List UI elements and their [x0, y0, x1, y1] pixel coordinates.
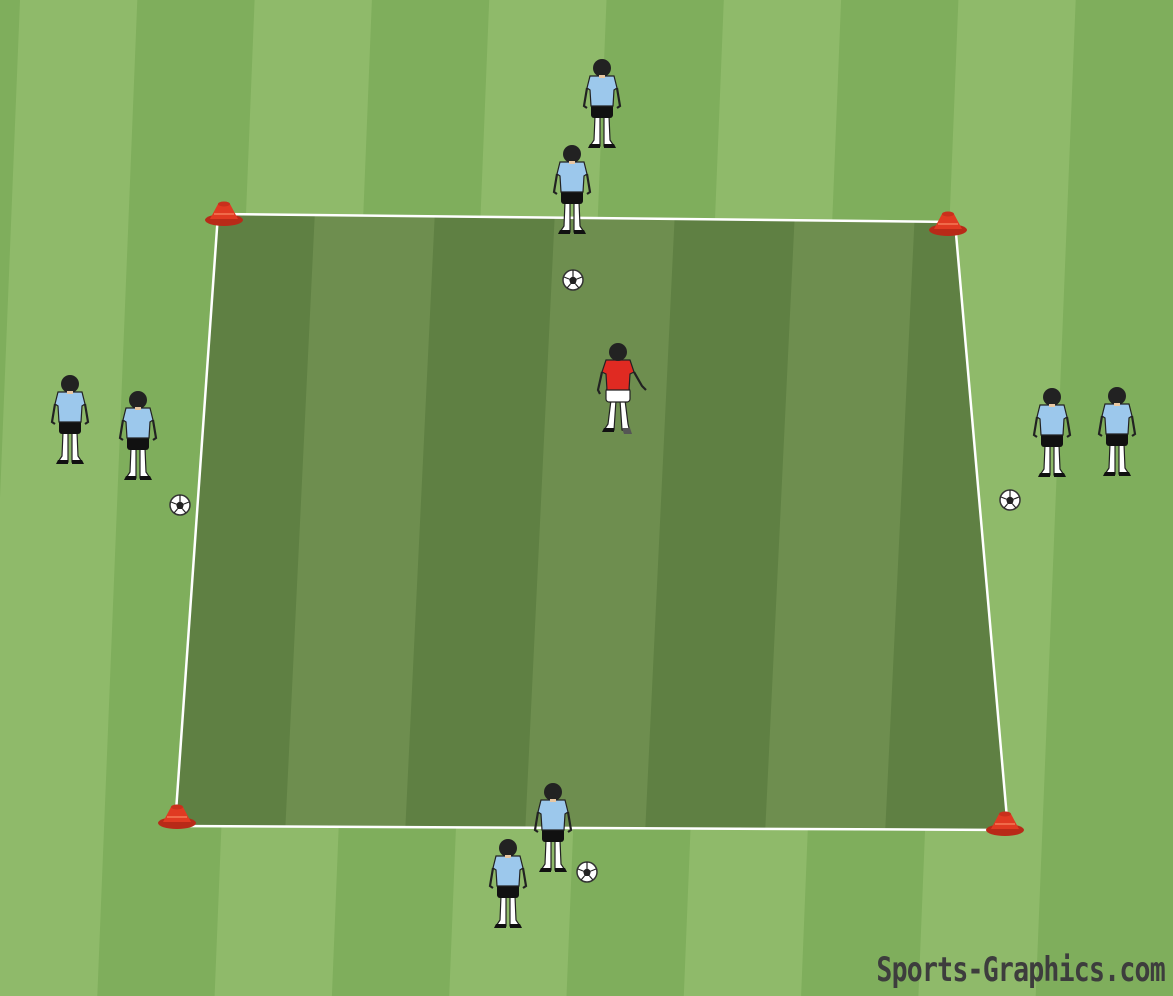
ball-bottom-icon — [576, 861, 598, 883]
grid-stripe — [405, 214, 555, 830]
grid-stripe — [645, 214, 795, 830]
watermark-text: Sports-Graphics.com — [876, 950, 1165, 990]
ball-top-icon — [562, 269, 584, 291]
grid-fill — [175, 214, 1008, 830]
pitch-stripe — [0, 0, 138, 996]
ball-left-icon — [169, 494, 191, 516]
ball-right-icon — [999, 489, 1021, 511]
drill-grid — [173, 212, 1010, 832]
